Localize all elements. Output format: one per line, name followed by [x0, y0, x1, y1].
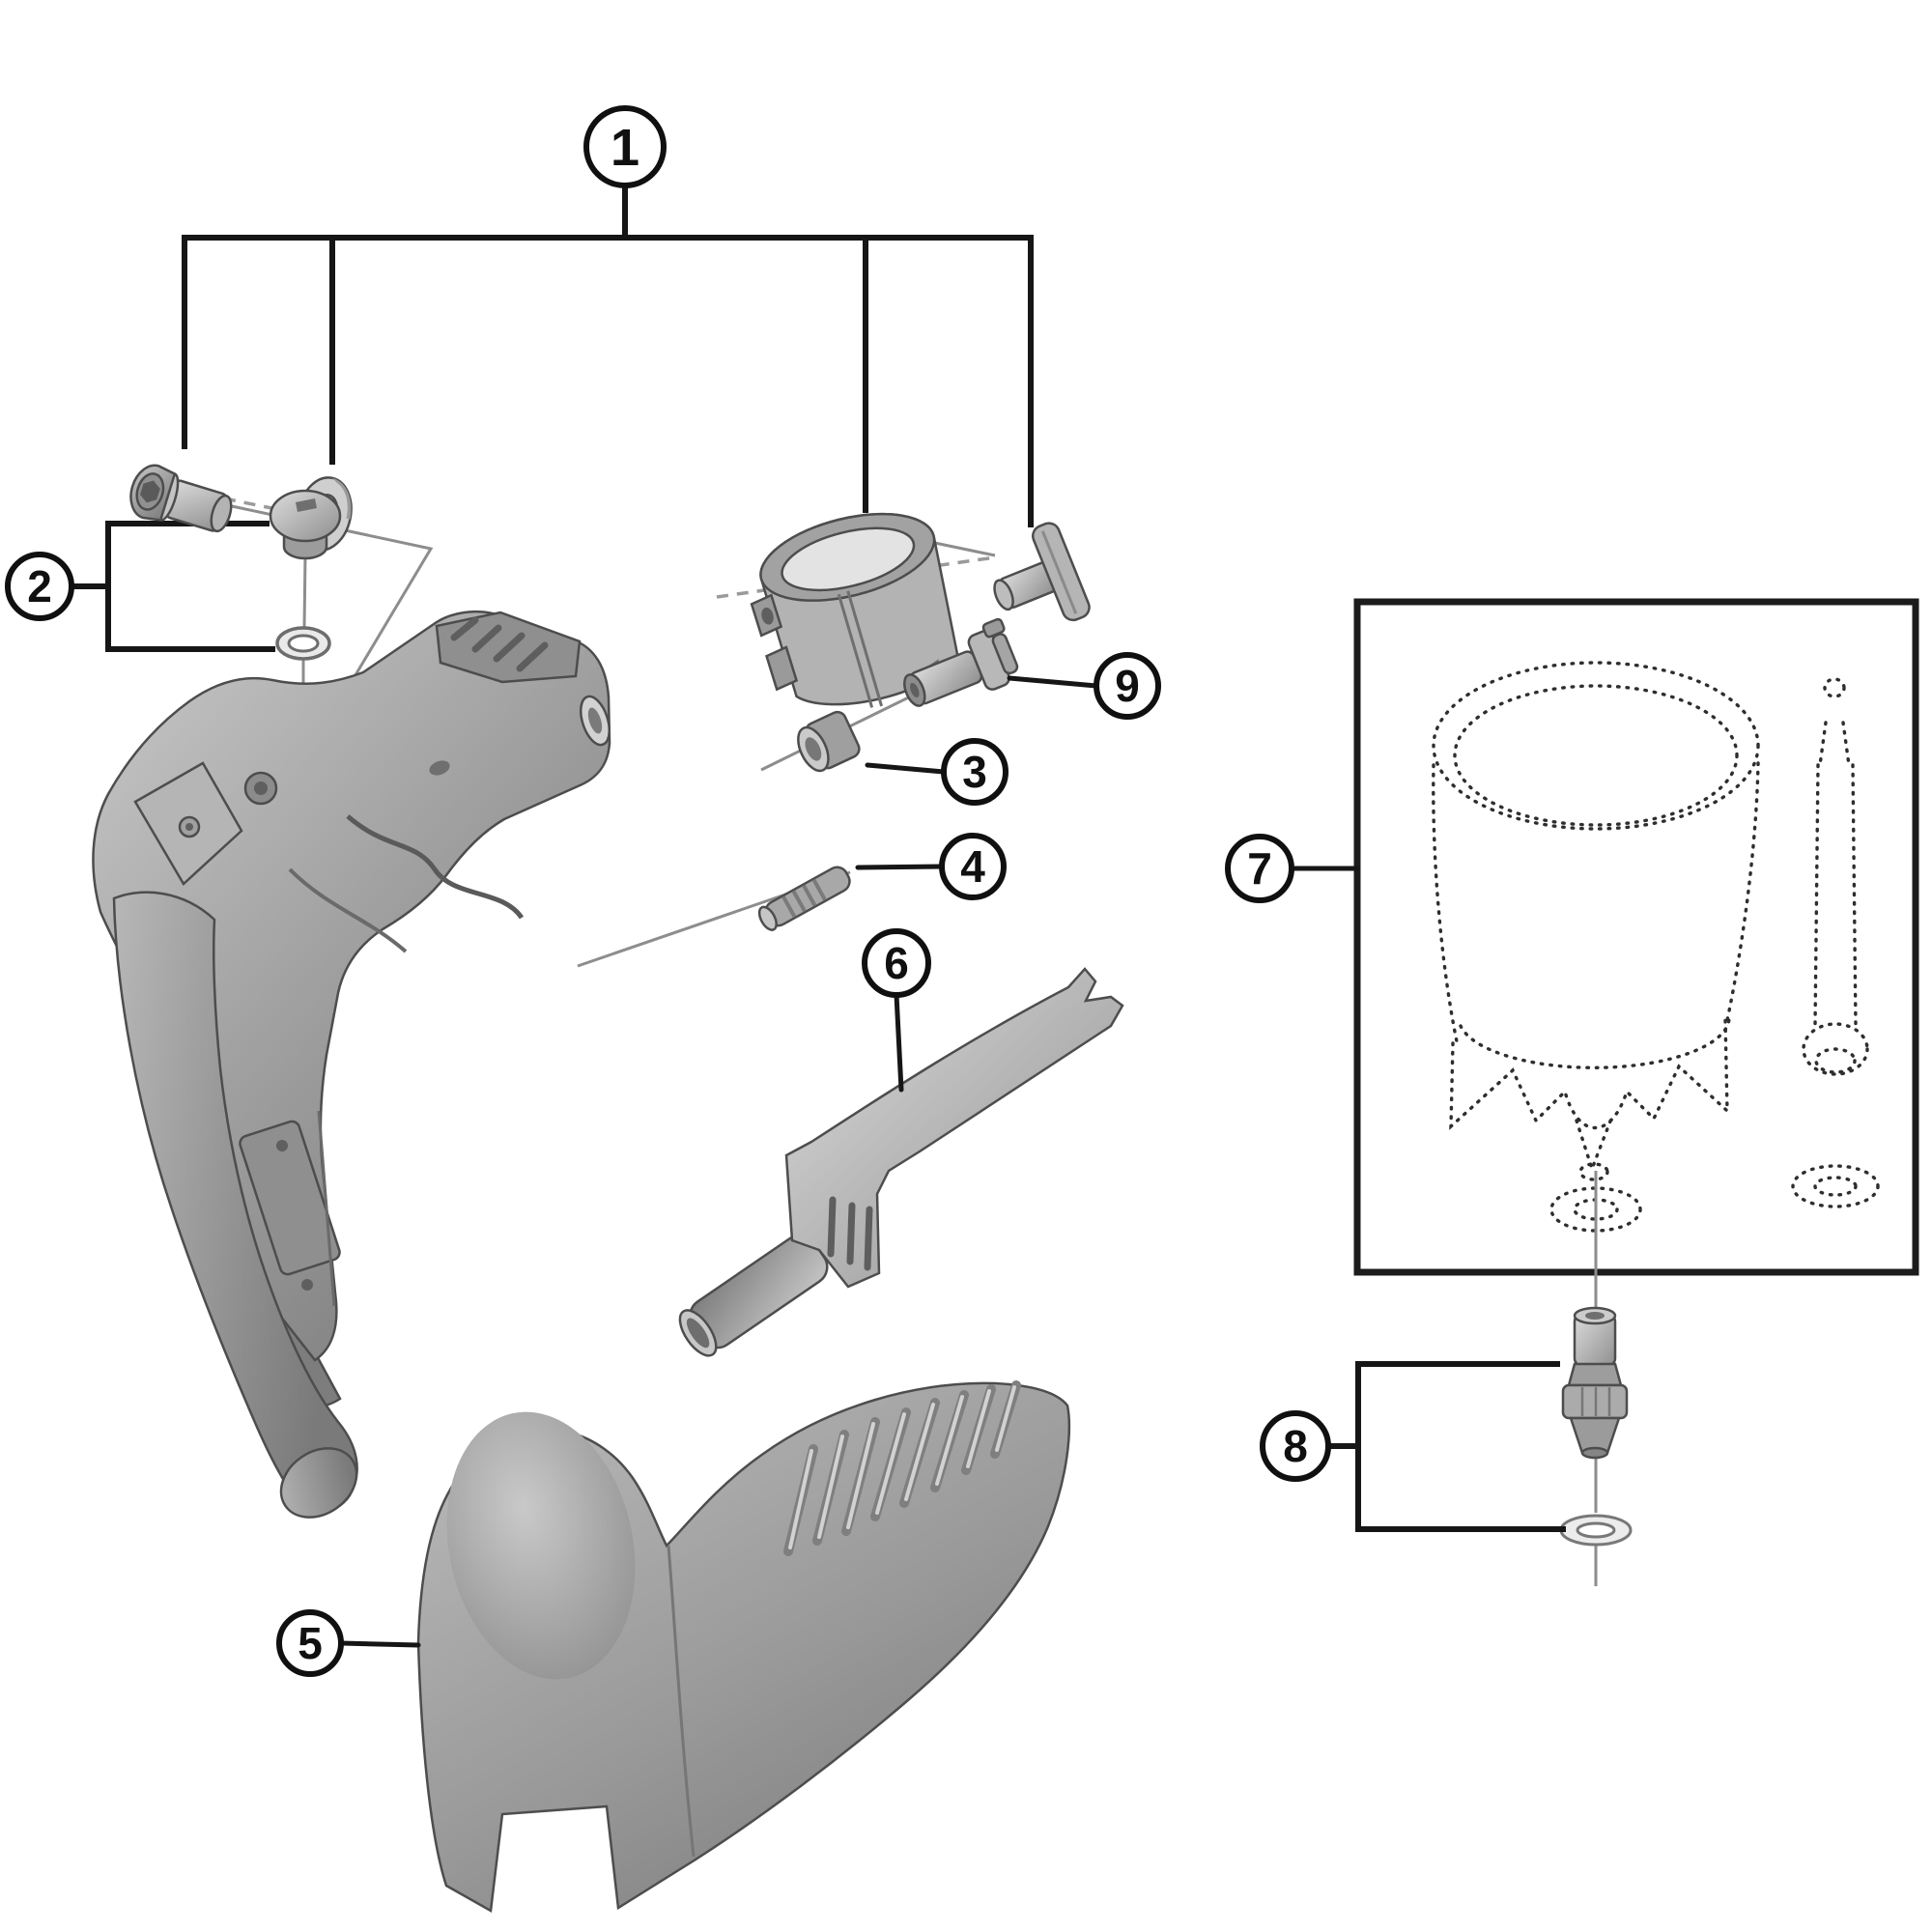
bracket-hood-cover: [416, 1380, 1071, 1914]
svg-text:9: 9: [1115, 661, 1140, 711]
svg-text:2: 2: [27, 561, 52, 611]
svg-text:5: 5: [298, 1618, 323, 1668]
cap-hole: [429, 760, 450, 776]
clamp-bolt: [993, 522, 1091, 622]
svg-text:4: 4: [960, 841, 985, 892]
callout-2: 2: [5, 552, 74, 621]
bleed-screw: [903, 617, 1019, 707]
clamp-ear-bottom: [765, 645, 799, 692]
shifter-lever-body: [92, 610, 611, 1519]
callout-2-bracket: [69, 521, 275, 652]
brake-lever-blade: [112, 891, 358, 1512]
svg-text:8: 8: [1283, 1421, 1308, 1471]
lever-blade-tip: [279, 1447, 358, 1519]
battery-hatch: [239, 1120, 341, 1276]
cable-detail: [346, 814, 525, 920]
svg-text:3: 3: [962, 747, 987, 797]
fixing-bolt: [129, 464, 233, 533]
top-cap-o-ring: [275, 626, 331, 661]
callout-9: 9: [1094, 652, 1161, 720]
funnel-o-ring-dotted: [1549, 1186, 1642, 1233]
bushing: [797, 710, 861, 773]
callout-8: 8: [1260, 1410, 1331, 1482]
funnel-plunger-dotted: [1791, 677, 1880, 1208]
plunger-o-ring-dotted: [1791, 1164, 1880, 1208]
svg-text:7: 7: [1247, 843, 1272, 894]
hood-front-hump: [446, 1411, 636, 1680]
svg-text:1: 1: [611, 119, 639, 177]
svg-text:6: 6: [884, 938, 909, 988]
callout-7: 7: [1225, 834, 1294, 903]
kit-box-outline: [1353, 598, 1919, 1276]
hose-plug-tool: [784, 967, 1124, 1289]
tool-handle: [678, 1234, 829, 1357]
bleed-connector: [1561, 1306, 1629, 1460]
callout-4: 4: [939, 833, 1007, 900]
callout-6: 6: [862, 928, 931, 998]
hood-rib-slots: [783, 1380, 1021, 1556]
callout-5: 5: [276, 1609, 344, 1677]
clamp-band: [750, 512, 959, 708]
callout-3: 3: [941, 738, 1009, 806]
connector-pin: [757, 866, 851, 931]
callout-1: 1: [583, 105, 667, 188]
callout-8-bracket: [1325, 1361, 1566, 1532]
callout-1-bracket: [182, 183, 1034, 527]
callout-leader-lines: [338, 675, 1360, 1648]
bleed-connector-o-ring: [1559, 1514, 1633, 1547]
top-cap: [269, 489, 342, 560]
